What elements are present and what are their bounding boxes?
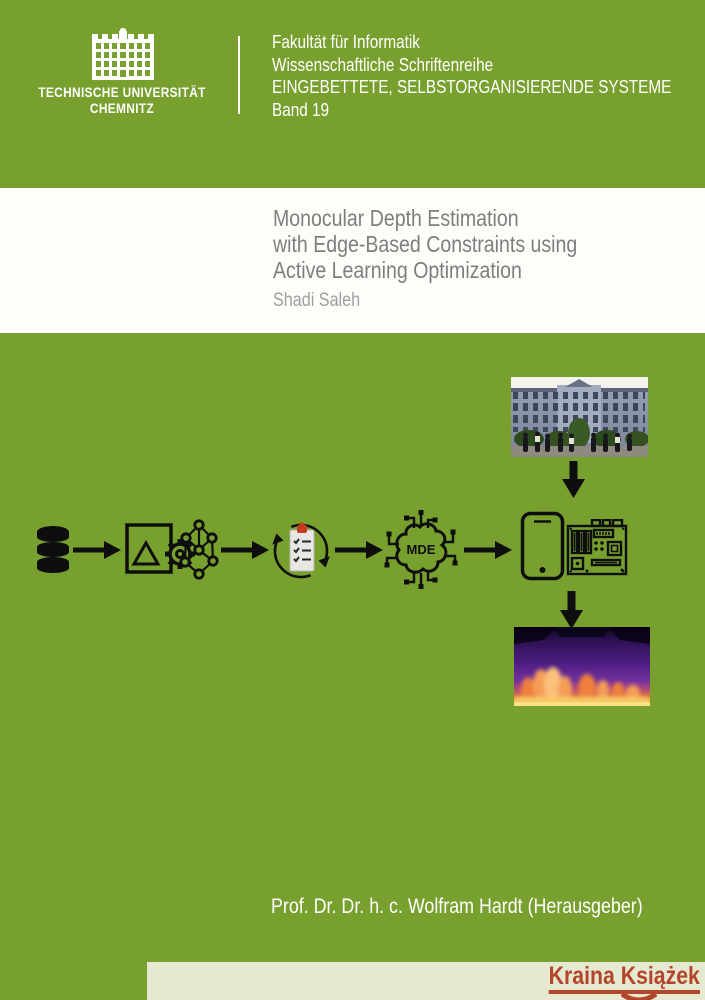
- author-name: Shadi Saleh: [273, 290, 361, 311]
- flow-arrow-icon: [73, 541, 121, 559]
- flow-arrow-icon: [221, 541, 269, 559]
- book-title: Monocular Depth Estimation with Edge-Bas…: [273, 205, 631, 314]
- down-arrow-icon: [560, 591, 583, 629]
- flow-arrow-icon: [464, 541, 512, 559]
- people-silhouettes: [523, 431, 632, 452]
- watermark-text: Kraina Książek: [548, 963, 700, 994]
- university-name-line2: CHEMNITZ: [89, 101, 155, 116]
- watermark-bar: Kraina Książek: [147, 962, 705, 1000]
- series-title-line: EINGEBETTETE, SELBSTORGANISIERENDE SYSTE…: [272, 77, 672, 97]
- title-band: Monocular Depth Estimation with Edge-Bas…: [0, 188, 705, 333]
- smartphone-icon: [520, 511, 565, 581]
- header-divider: [238, 36, 240, 114]
- database-icon: [37, 526, 69, 573]
- editor-line: Prof. Dr. Dr. h. c. Wolfram Hardt (Herau…: [271, 895, 705, 919]
- faculty-line: Fakultät für Informatik: [272, 32, 420, 52]
- model-training-icon: [125, 519, 219, 580]
- title-line3: Active Learning Optimization: [273, 257, 522, 283]
- down-arrow-icon: [562, 461, 585, 498]
- editor-name: Prof. Dr. Dr. h. c. Wolfram Hardt (Herau…: [271, 895, 643, 918]
- volume-line: Band 19: [272, 99, 330, 120]
- series-line: Wissenschaftliche Schriftenreihe: [272, 54, 494, 75]
- open-book-icon: [621, 993, 657, 1000]
- mde-label: MDE: [407, 542, 436, 557]
- network-icon: [179, 519, 219, 580]
- motherboard-icon: [566, 519, 628, 576]
- series-info: Fakultät für Informatik Wissenschaftlich…: [272, 31, 705, 121]
- title-line1: Monocular Depth Estimation: [273, 205, 519, 231]
- depth-map-image: [514, 627, 650, 706]
- flow-arrow-icon: [335, 541, 383, 559]
- active-learning-cycle-icon: [272, 522, 330, 579]
- checklist-clipboard-icon: [289, 522, 315, 572]
- campus-photo: [511, 377, 648, 457]
- tu-chemnitz-building-icon: [92, 28, 154, 80]
- university-name: TECHNISCHE UNIVERSITÄT CHEMNITZ: [22, 85, 222, 117]
- university-name-line1: TECHNISCHE UNIVERSITÄT: [38, 85, 206, 100]
- title-line2: with Edge-Based Constraints using: [273, 231, 578, 257]
- mde-brain-icon: MDE: [384, 510, 458, 589]
